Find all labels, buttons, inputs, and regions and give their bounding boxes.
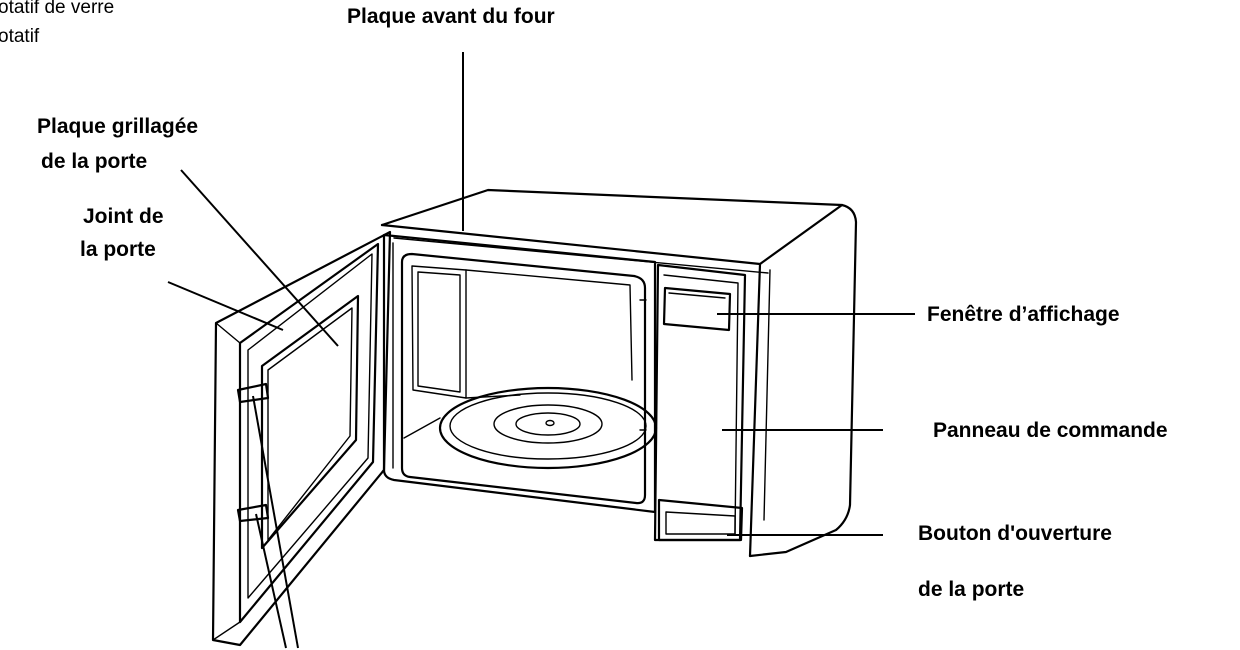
display-window-shape	[662, 286, 732, 332]
label-door-button-line2: de la porte	[918, 578, 1025, 601]
label-turntable-line2: otatif	[0, 26, 40, 47]
oven-cavity	[400, 252, 647, 505]
label-door-grill-line1: Plaque grillagée	[37, 115, 199, 138]
label-display-window: Fenêtre d’affichage	[927, 303, 1120, 326]
label-door-button-line1: Bouton d'ouverture	[918, 522, 1112, 545]
label-door-seal-line1: Joint de	[83, 205, 164, 228]
leader-lines	[167, 52, 915, 649]
oven-body	[380, 188, 858, 558]
door-hinges	[236, 382, 270, 523]
label-front-plate: Plaque avant du four	[347, 5, 555, 28]
door-grill-plate	[260, 294, 360, 550]
label-control-panel: Panneau de commande	[933, 419, 1168, 442]
control-panel-shape	[653, 263, 747, 542]
label-door-grill-line2: de la porte	[41, 150, 148, 173]
turntable-glass-plate	[438, 386, 658, 470]
oven-door	[211, 230, 392, 647]
label-turntable-line1: otatif de verre	[0, 0, 115, 18]
oven-front-plate	[382, 233, 657, 514]
label-door-seal-line2: la porte	[80, 238, 156, 261]
